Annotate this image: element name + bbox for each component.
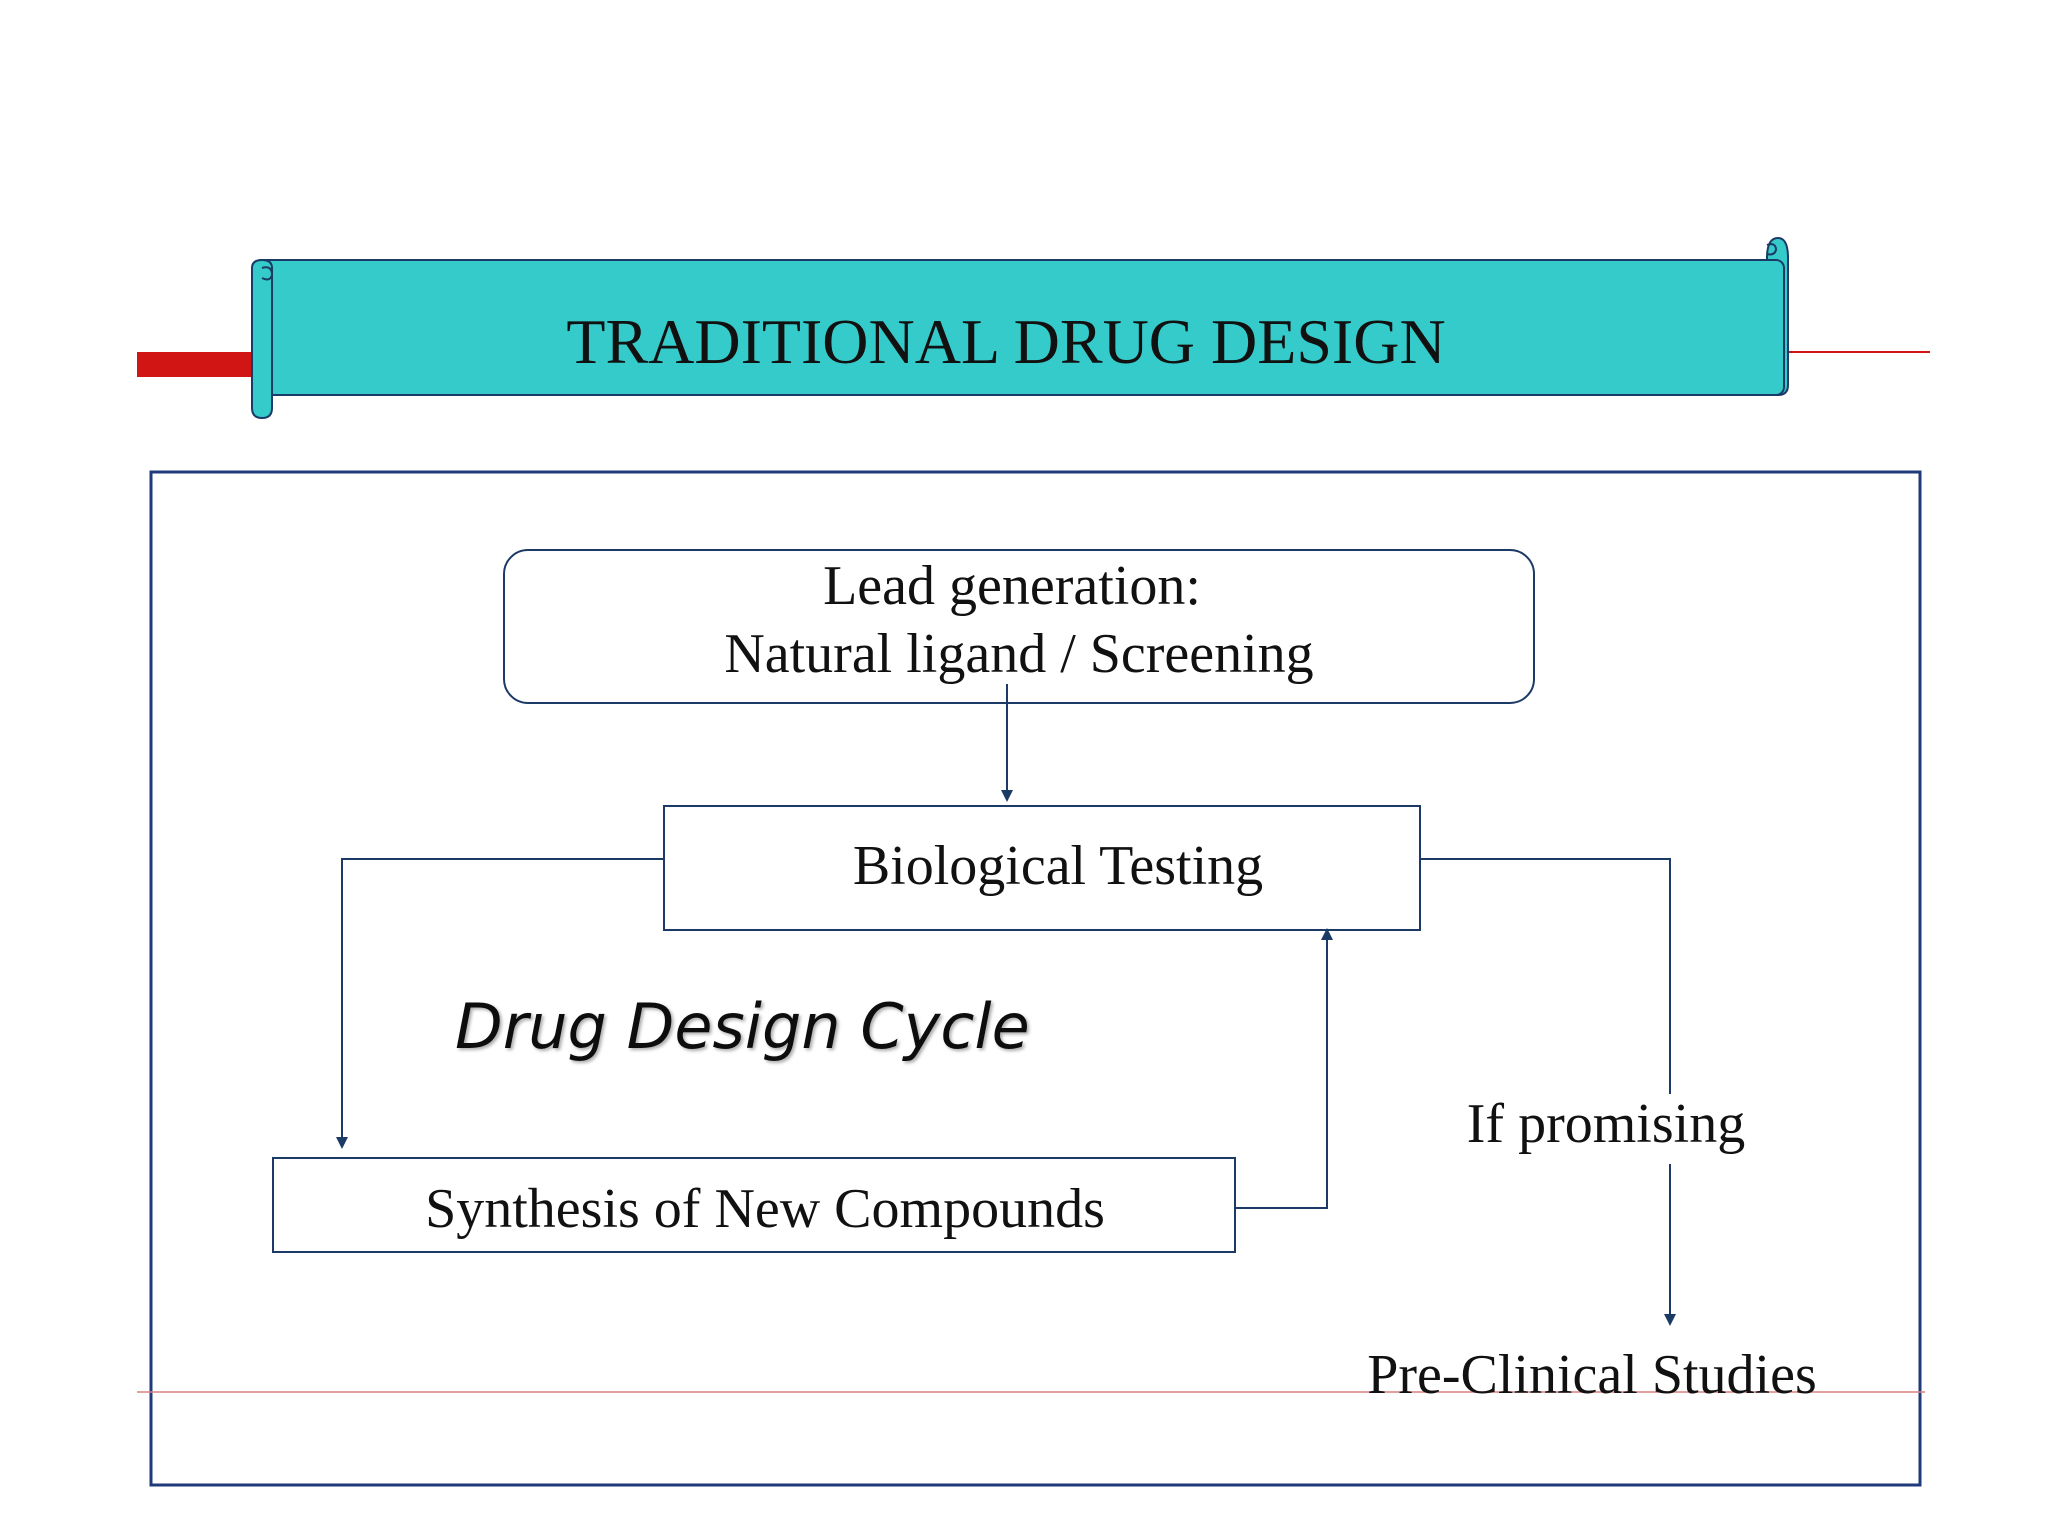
red-accent-bar bbox=[137, 352, 260, 377]
lead-generation-box: Lead generation: Natural ligand / Screen… bbox=[503, 549, 1535, 704]
lead-generation-line2: Natural ligand / Screening bbox=[724, 623, 1313, 685]
cycle-caption: Drug Design Cycle bbox=[455, 990, 1030, 1063]
content-frame bbox=[149, 470, 1922, 1487]
biological-testing-label: Biological Testing bbox=[853, 835, 1263, 897]
if-promising-label: If promising bbox=[1467, 1093, 1745, 1155]
preclinical-label: Pre-Clinical Studies bbox=[1367, 1344, 1817, 1406]
biological-testing-box: Biological Testing bbox=[663, 805, 1421, 931]
slide-title: TRADITIONAL DRUG DESIGN bbox=[566, 306, 1445, 377]
lead-generation-line1: Lead generation: bbox=[823, 555, 1201, 617]
title-banner: TRADITIONAL DRUG DESIGN bbox=[251, 236, 1789, 420]
arrow-synthesis-to-testing bbox=[1235, 928, 1333, 1209]
synthesis-box: Synthesis of New Compounds bbox=[272, 1157, 1236, 1253]
arrow-testing-to-preclinical-upper bbox=[1420, 858, 1671, 1094]
arrow-testing-to-synthesis bbox=[336, 858, 664, 1149]
synthesis-label: Synthesis of New Compounds bbox=[425, 1178, 1105, 1240]
